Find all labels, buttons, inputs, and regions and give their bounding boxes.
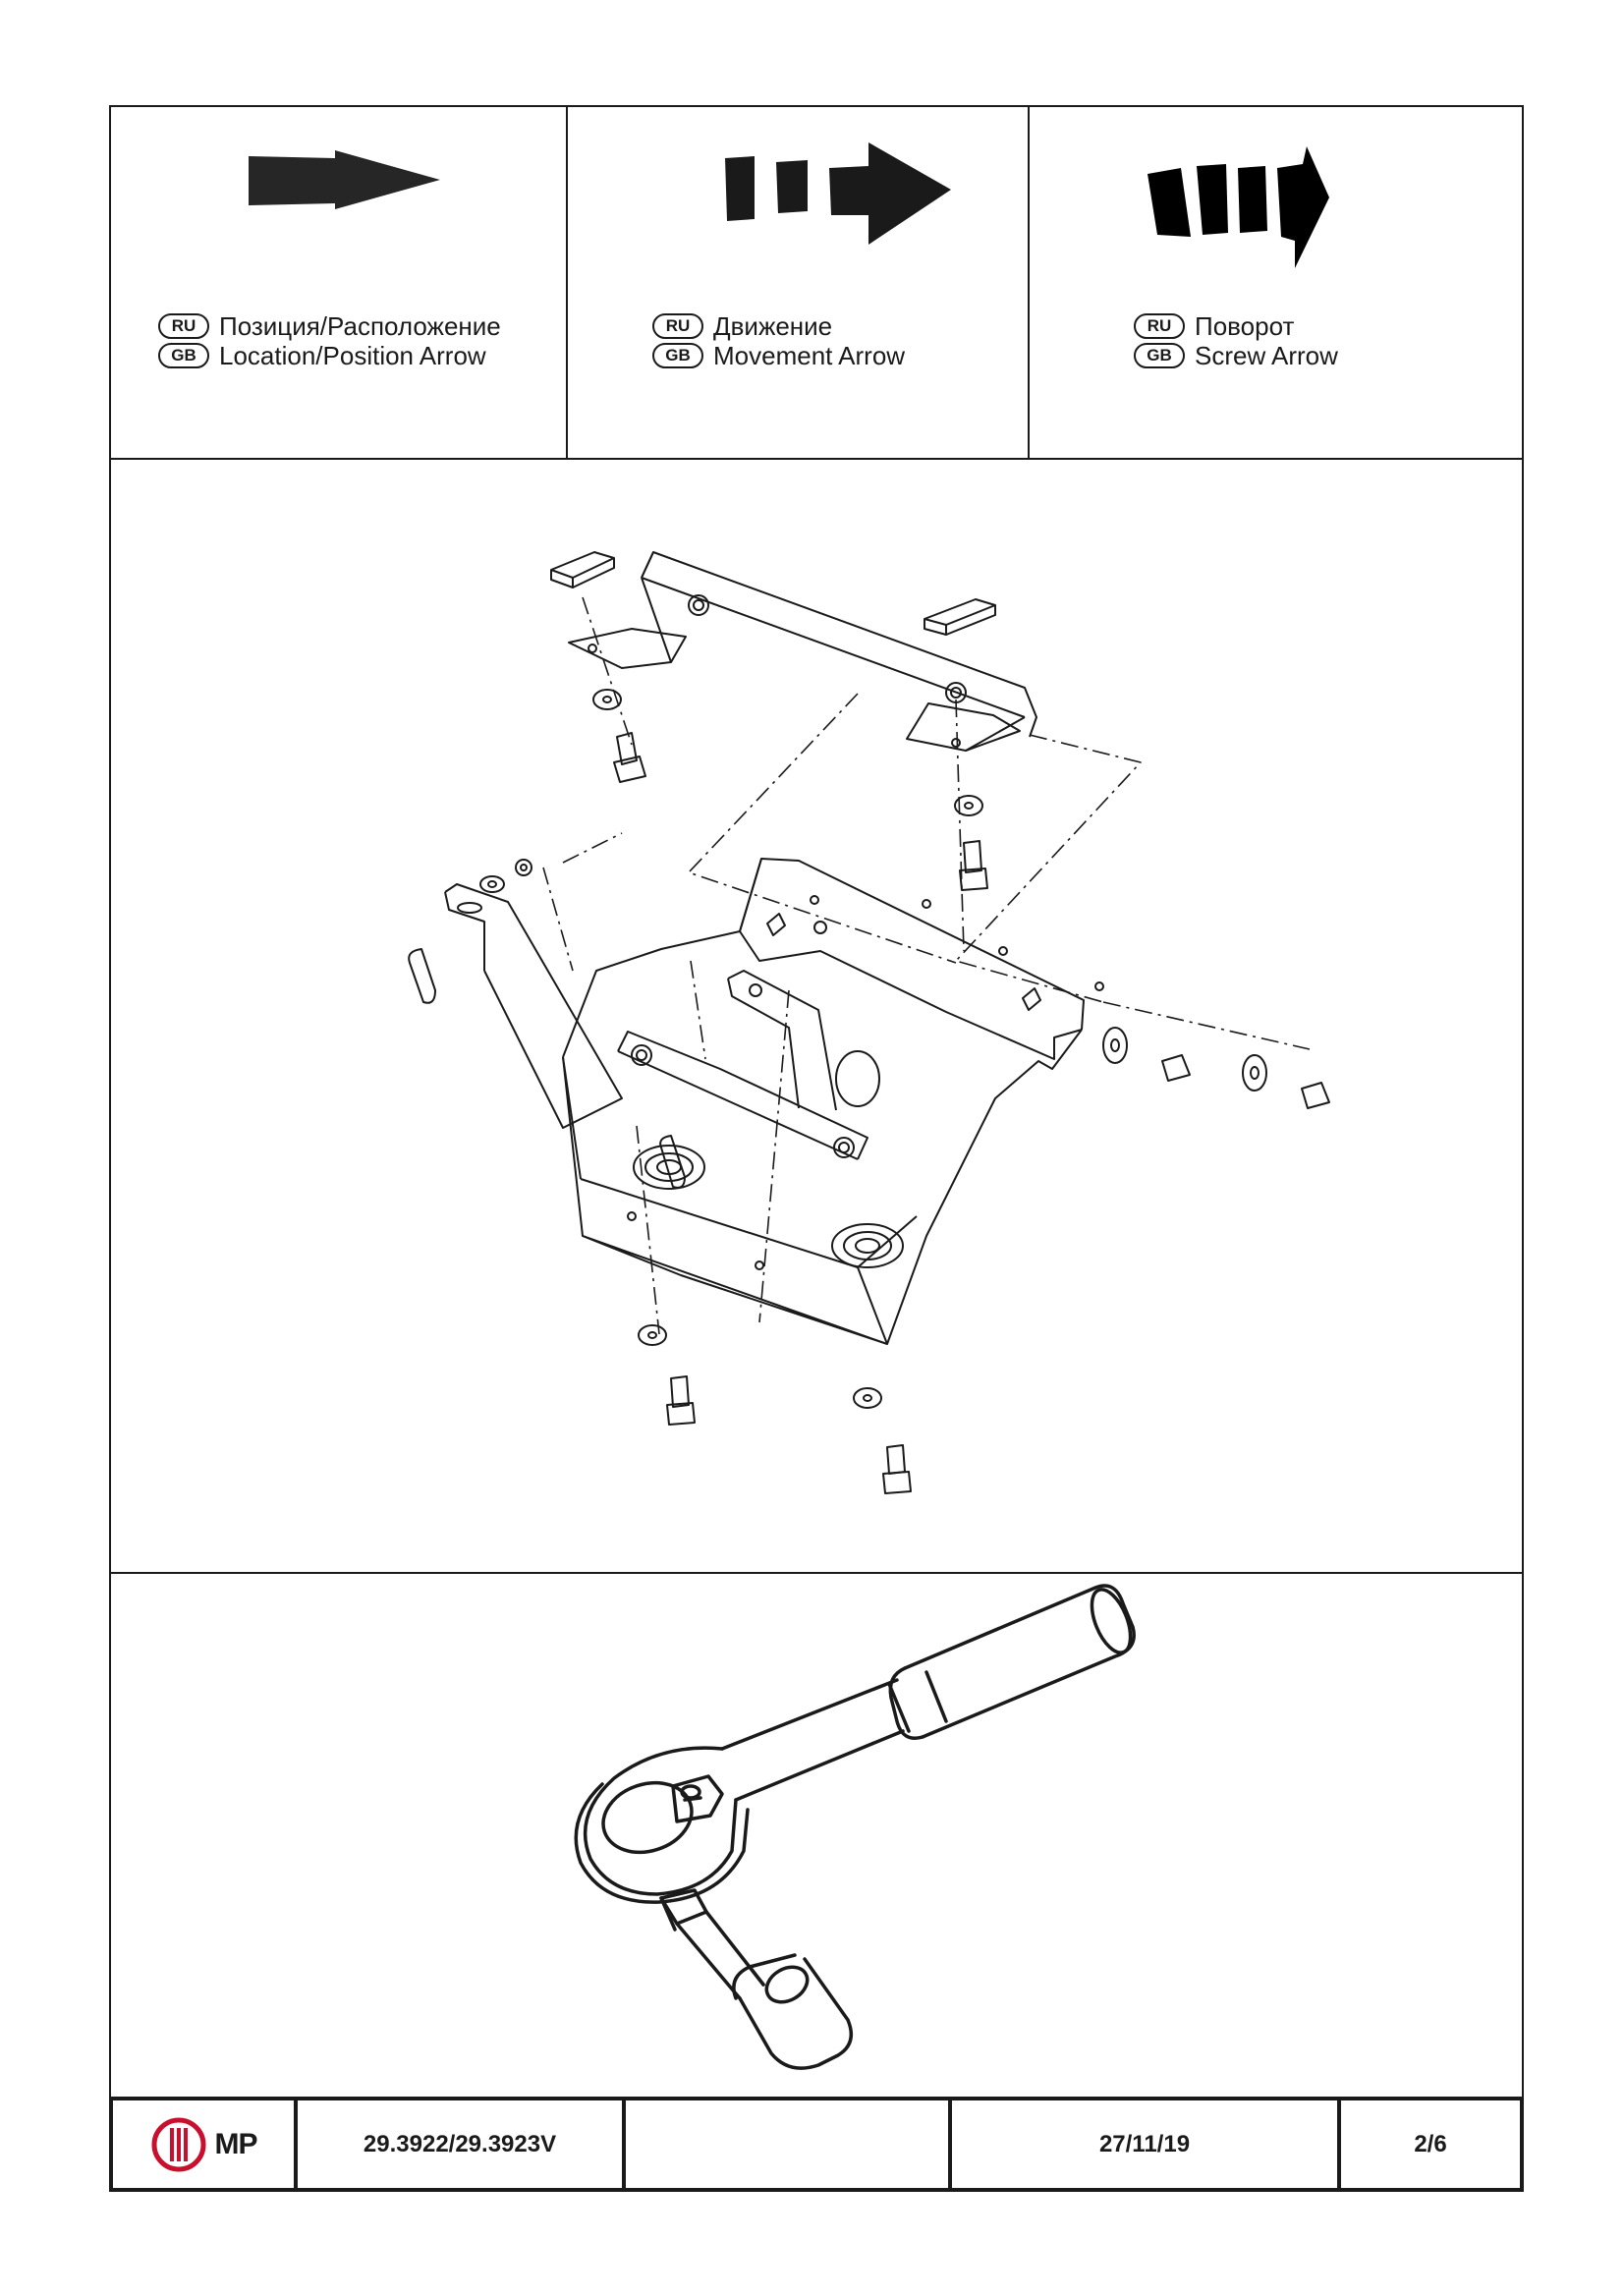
arrow-legend: RU Позиция/Расположение GB Location/Posi… — [111, 107, 1522, 460]
fasteners — [479, 689, 1330, 1494]
legend-ru-text: Движение — [713, 310, 833, 341]
legend-location: RU Позиция/Расположение GB Location/Posi… — [111, 107, 568, 458]
location-arrow-icon — [249, 150, 440, 209]
screw-arrow-icon — [1148, 146, 1329, 268]
assembly-drawing-area — [111, 460, 1522, 1574]
legend-gb-text: Screw Arrow — [1195, 340, 1338, 370]
part-number: 29.3922/29.3923V — [298, 2100, 626, 2188]
drawing-frame: RU Позиция/Расположение GB Location/Posi… — [109, 105, 1524, 2192]
ru-badge: RU — [158, 313, 209, 339]
drawing-date: 27/11/19 — [952, 2100, 1341, 2188]
tool-area — [111, 1574, 1522, 2097]
gb-badge: GB — [652, 343, 703, 368]
ru-badge: RU — [1134, 313, 1185, 339]
mp-logo-icon — [151, 2117, 205, 2171]
inner-brace — [617, 921, 868, 1160]
legend-screw: RU Поворот GB Screw Arrow — [1030, 107, 1522, 458]
page-number: 2/6 — [1414, 2130, 1447, 2157]
rubber-pads — [550, 551, 996, 636]
ru-badge: RU — [652, 313, 703, 339]
movement-arrow-icon — [725, 142, 951, 245]
legend-ru-text: Поворот — [1195, 310, 1295, 341]
legend-gb-text: Location/Position Arrow — [219, 340, 486, 370]
blank-field — [626, 2100, 952, 2188]
legend-gb-text: Movement Arrow — [713, 340, 906, 370]
title-block: MP 29.3922/29.3923V 27/11/19 2/6 — [109, 2097, 1524, 2192]
skid-plate — [562, 858, 1104, 1345]
gb-badge: GB — [158, 343, 209, 368]
assembly-lines — [542, 596, 1311, 1335]
side-bracket — [408, 883, 686, 1189]
gb-badge: GB — [1134, 343, 1185, 368]
ratchet-wrench-icon — [574, 1584, 1136, 2070]
logo-cell: MP — [113, 2100, 298, 2188]
legend-movement: RU Движение GB Movement Arrow — [568, 107, 1030, 458]
legend-ru-text: Позиция/Расположение — [219, 310, 501, 341]
skid-plate-exploded-view — [408, 551, 1330, 1494]
logo-text: MP — [214, 2127, 258, 2160]
upper-bracket — [568, 551, 1037, 752]
